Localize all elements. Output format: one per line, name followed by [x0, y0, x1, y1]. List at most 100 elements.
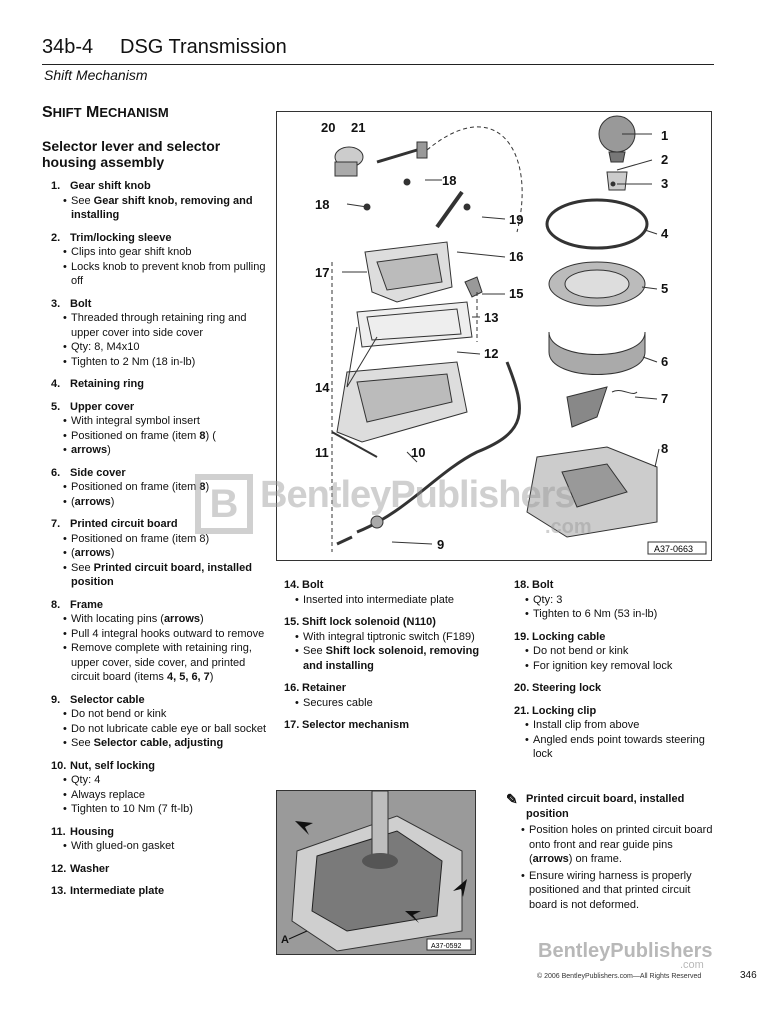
list-item: 13.Intermediate plate [51, 884, 267, 899]
item-heading: 1.Gear shift knob [51, 179, 267, 194]
item-label: Locking clip [532, 704, 597, 717]
item-label: Steering lock [532, 682, 602, 694]
item-bullet: arrows) [52, 443, 267, 458]
item-label: Locking cable [532, 630, 606, 643]
diagram-callout-number: 9 [437, 537, 444, 552]
diagram-callout-number: 18 [315, 197, 329, 212]
item-heading: 18.Bolt [514, 578, 714, 593]
item-label: Bolt [302, 579, 324, 591]
callout-title: ✎Printed circuit board, installed positi… [506, 791, 685, 820]
item-label: Trim/locking sleeve [70, 231, 172, 244]
item-bullet: With integral tiptronic switch (F189) [284, 630, 484, 645]
list-item: 19.Locking cableDo not bend or kinkFor i… [514, 630, 714, 674]
callout-bullet: Ensure wiring harness is properly positi… [510, 869, 715, 913]
item-number: 15. [284, 616, 300, 628]
list-item: 14.BoltInserted into intermediate plate [284, 578, 484, 607]
diagram-callout-number: 2 [661, 152, 668, 167]
item-number: 6. [51, 466, 61, 479]
list-item: 7. Printed circuit boardPositioned on fra… [51, 517, 267, 590]
list-item: 15.Shift lock solenoid (N110)With integr… [284, 615, 484, 673]
diagram-callout-number: 21 [351, 120, 365, 135]
item-number: 2. [51, 231, 61, 244]
page-number: 346 [740, 970, 757, 981]
parts-list-left: 1.Gear shift knobSee Gear shift knob, re… [51, 179, 267, 907]
list-item: 8.FrameWith locating pins (arrows)Pull 4… [51, 598, 267, 685]
item-bullet: Tighten to 2 Nm (18 in-lb) [52, 355, 267, 370]
item-bullet: Pull 4 integral hooks outward to remove [52, 627, 267, 642]
item-bullet: (arrows) [52, 495, 267, 510]
item-bullet: Do not lubricate cable eye or ball socke… [52, 722, 267, 737]
item-number: 9. [51, 693, 61, 706]
item-bullet: Tighten to 6 Nm (53 in-lb) [514, 607, 714, 622]
list-item: 5.Upper coverWith integral symbol insert… [51, 400, 267, 458]
item-bullet: Clips into gear shift knob [52, 245, 267, 260]
item-label: Selector mechanism [302, 719, 409, 731]
list-item: 18.BoltQty: 3Tighten to 6 Nm (53 in-lb) [514, 578, 714, 622]
item-heading: 2. Trim/locking sleeve [51, 231, 267, 246]
item-bullet: Secures cable [284, 696, 484, 711]
diagram-callout-number: 16 [509, 249, 523, 264]
item-number: 16. [284, 682, 300, 694]
item-heading: 21.Locking clip [514, 704, 714, 719]
header-code: 34b-4 [42, 36, 94, 58]
pen-icon: ✎ [506, 791, 518, 807]
diagram-callout-number: 4 [661, 226, 669, 241]
item-heading: 15.Shift lock solenoid (N110) [284, 615, 484, 630]
item-label: Printed circuit board [70, 518, 178, 530]
item-number: 5. [51, 400, 61, 413]
diagram-callout-number: 19 [509, 212, 523, 227]
item-label: Retaining ring [70, 378, 144, 390]
item-heading: 17.Selector mechanism [284, 718, 484, 733]
item-bullet: Do not bend or kink [52, 707, 267, 722]
list-item: 3.BoltThreaded through retaining ring an… [51, 297, 267, 370]
header-subtitle: Shift Mechanism [44, 67, 148, 83]
item-label: Bolt [532, 579, 554, 591]
diagram-callout-number: 20 [321, 120, 335, 135]
diagram-callout-number: 6 [661, 354, 668, 369]
item-bullet: Positioned on frame (item 8) ( [52, 429, 267, 444]
list-item: 1.Gear shift knobSee Gear shift knob, re… [51, 179, 267, 223]
installed-position-photo: A A37-0592 [276, 790, 476, 955]
diagram-callout-number: 7 [661, 391, 668, 406]
item-heading: 16.Retainer [284, 681, 484, 696]
parts-list-middle: 14.BoltInserted into intermediate plate 1… [284, 578, 484, 741]
diagram-callout-number: 14 [315, 380, 330, 395]
item-heading: 19.Locking cable [514, 630, 714, 645]
parts-list-right: 18.BoltQty: 3Tighten to 6 Nm (53 in-lb)1… [514, 578, 714, 770]
section-title: SHIFT MECHANISM [42, 104, 169, 121]
callout-bullet: Position holes on printed circuit board … [510, 823, 715, 867]
item-bullet: See Shift lock solenoid, removing and in… [284, 644, 484, 673]
installed-position-callout: ✎Printed circuit board, installed positi… [506, 791, 715, 913]
item-bullet: With locating pins (arrows) [52, 612, 267, 627]
item-bullet: Positioned on frame (item 8) [52, 480, 267, 495]
item-bullet: Positioned on frame (item 8) [52, 532, 267, 547]
item-label: Shift lock solenoid (N110) [302, 616, 436, 628]
item-label: Selector cable [70, 693, 145, 706]
item-heading: 20.Steering lock [514, 681, 714, 696]
diagram-callout-number: 17 [315, 265, 329, 280]
item-heading: 10.Nut, self locking [51, 759, 267, 774]
diagram-callout-number: 13 [484, 310, 498, 325]
item-bullet: See Selector cable, adjusting [52, 736, 267, 751]
item-label: Retainer [302, 682, 347, 694]
item-heading: 13.Intermediate plate [51, 884, 267, 899]
list-item: 21.Locking clipInstall clip from aboveAn… [514, 704, 714, 762]
list-item: 11.HousingWith glued-on gasket [51, 825, 267, 854]
diagram-callout-number: 15 [509, 286, 523, 301]
item-number: 1. [51, 180, 61, 192]
item-number: 13. [51, 885, 67, 897]
item-number: 8. [51, 598, 61, 611]
item-bullet: Angled ends point towards steering lock [514, 733, 714, 762]
item-heading: 4.Retaining ring [51, 377, 267, 392]
list-item: 6.Side coverPositioned on frame (item 8)… [51, 466, 267, 510]
item-label: Bolt [70, 297, 92, 310]
item-number: 7. [51, 518, 61, 530]
item-bullet: Install clip from above [514, 718, 714, 733]
installed-position-svg: A A37-0592 [277, 790, 475, 954]
section-subtitle: Selector lever and selector housing asse… [42, 138, 221, 170]
item-label: Nut, self locking [70, 759, 155, 772]
footer-logo: BentleyPublishers [538, 940, 713, 962]
list-item: 12.Washer [51, 862, 267, 877]
